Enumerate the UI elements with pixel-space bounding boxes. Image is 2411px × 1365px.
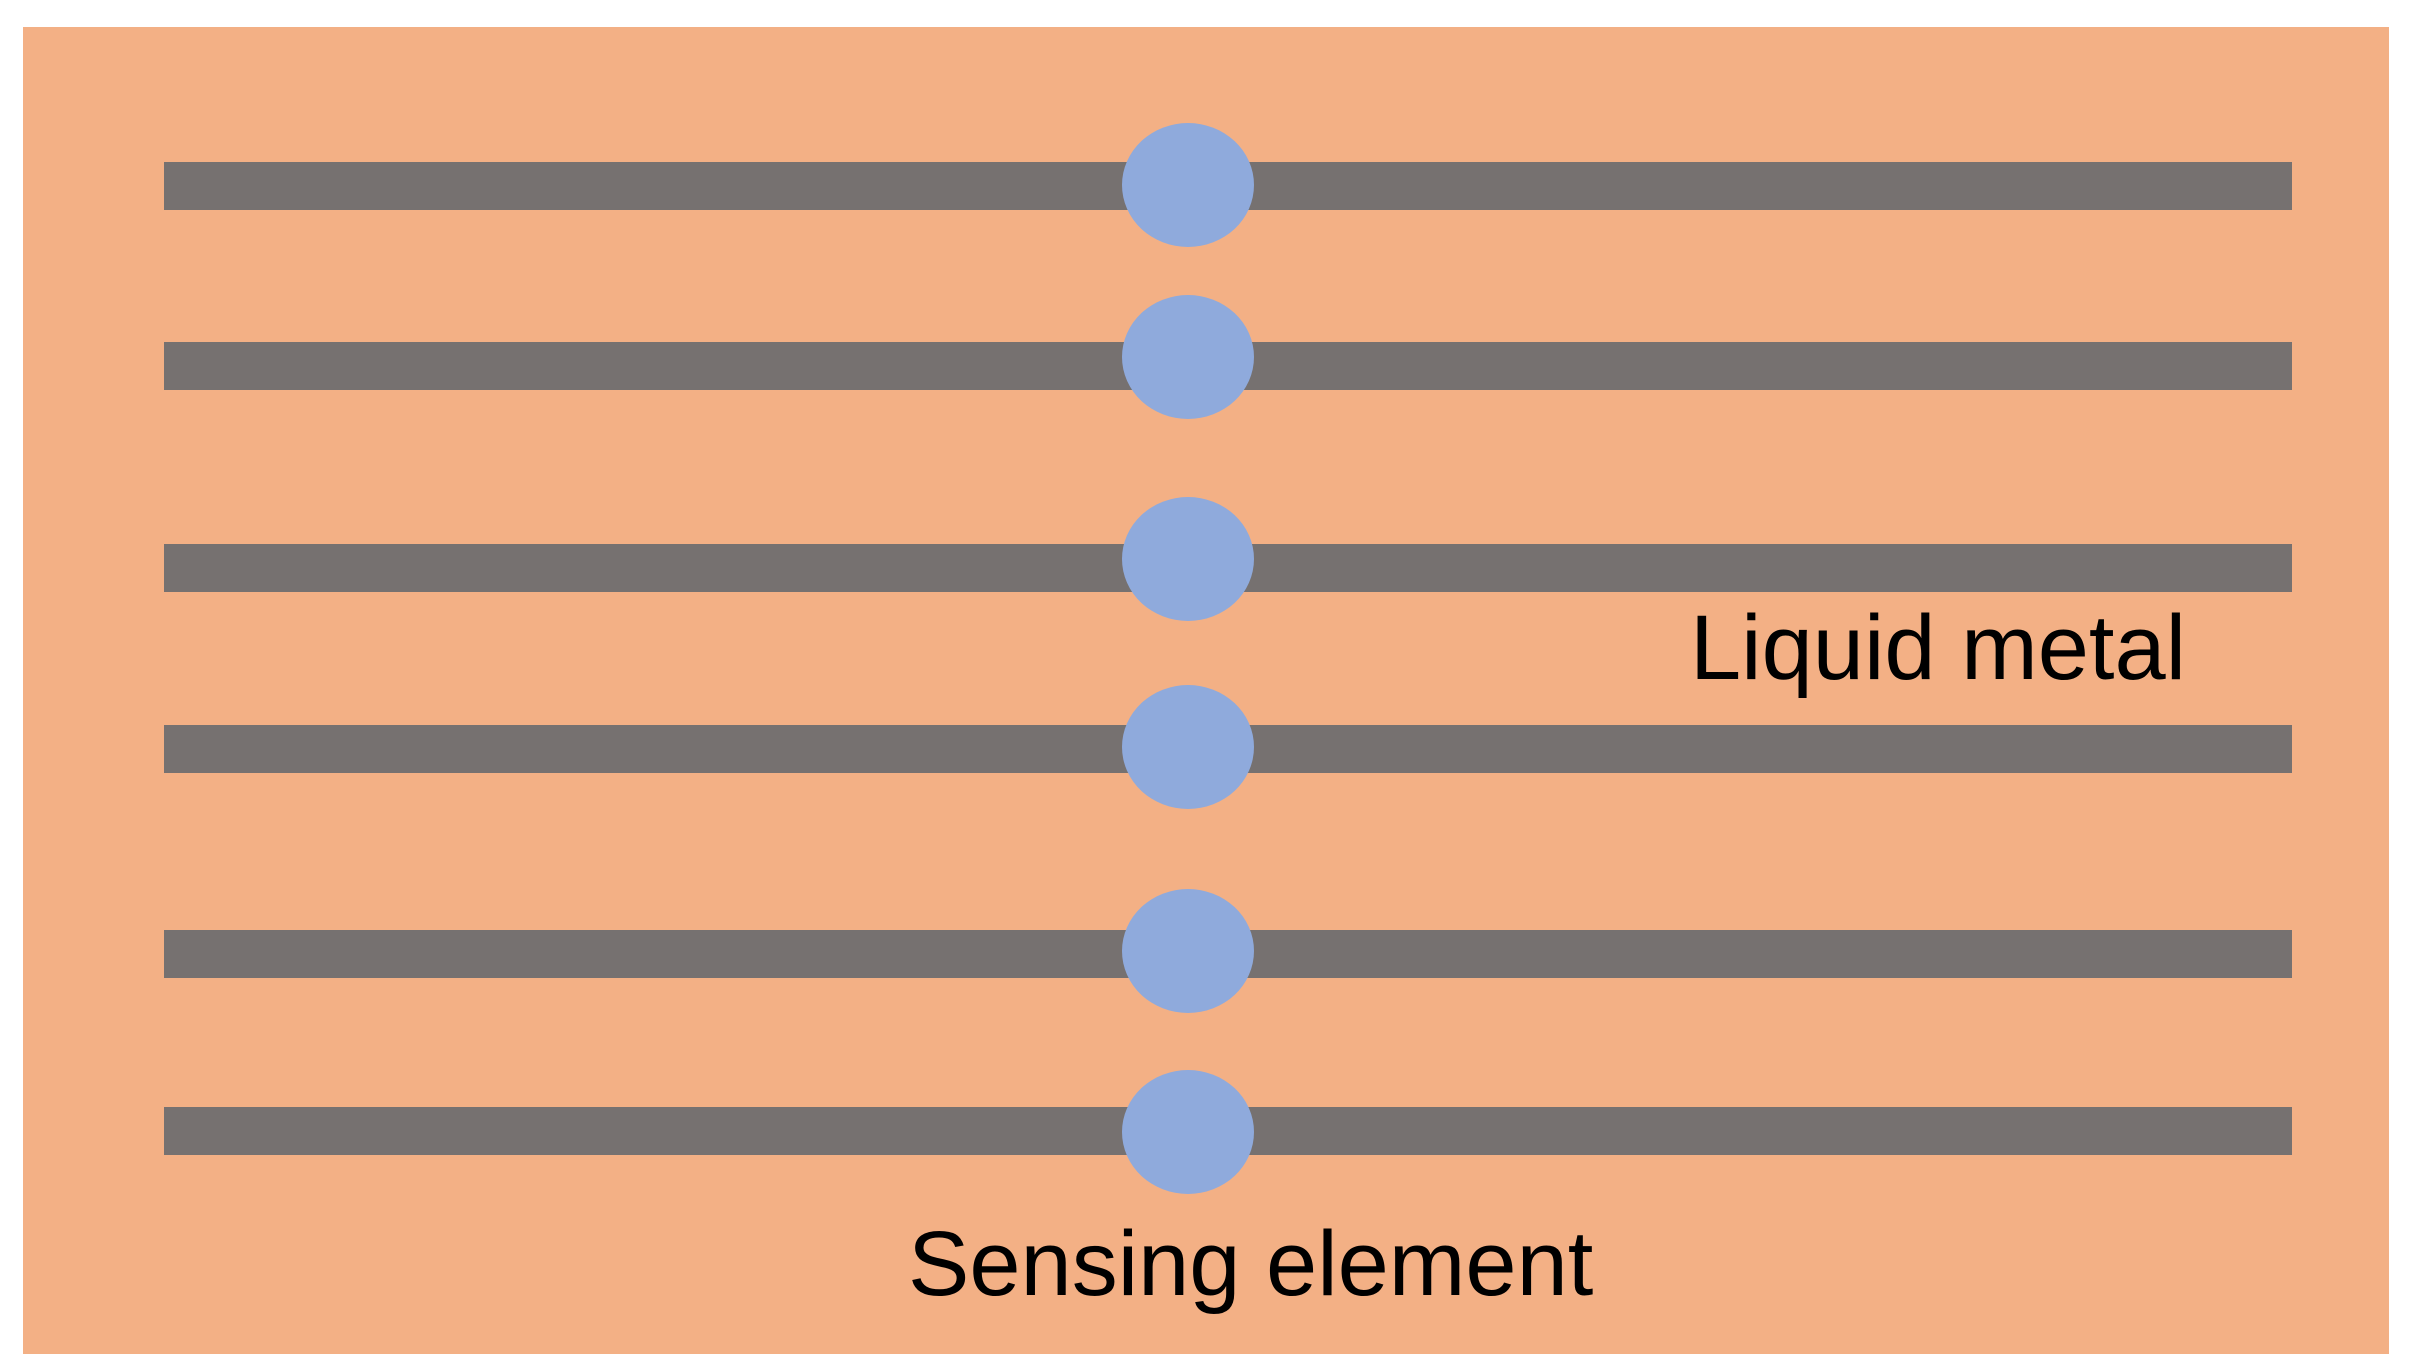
sensing-element	[1122, 889, 1254, 1013]
substrate-panel	[23, 27, 2389, 1354]
sensing-element	[1122, 497, 1254, 621]
sensing-element-label: Sensing element	[908, 1213, 1594, 1315]
sensing-element	[1122, 123, 1254, 247]
sensing-element	[1122, 295, 1254, 419]
sensing-element	[1122, 685, 1254, 809]
liquid-metal-label: Liquid metal	[1690, 597, 2187, 699]
sensing-element	[1122, 1070, 1254, 1194]
